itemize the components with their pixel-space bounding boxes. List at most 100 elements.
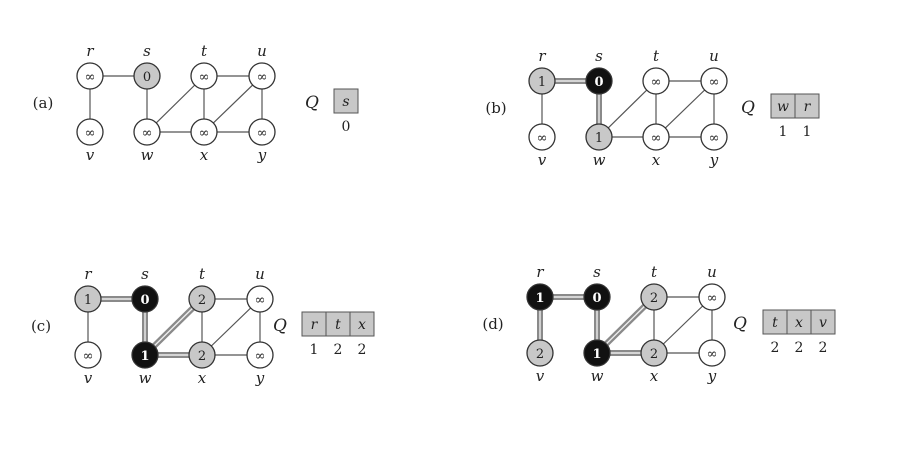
node-distance-w: ∞ bbox=[142, 126, 153, 141]
node-v bbox=[76, 118, 104, 146]
queue-cell bbox=[349, 311, 375, 337]
node-v bbox=[528, 123, 556, 151]
node-w bbox=[133, 118, 161, 146]
node-distance-u: ∞ bbox=[709, 75, 720, 90]
node-distance-v: ∞ bbox=[83, 349, 94, 364]
node-s bbox=[131, 285, 159, 313]
queue-key: v bbox=[819, 315, 827, 331]
vertex-label-t: t bbox=[199, 265, 206, 283]
node-distance-y: ∞ bbox=[707, 347, 718, 362]
vertex-label-y: y bbox=[709, 151, 719, 169]
vertex-label-v: v bbox=[536, 367, 545, 385]
queue-cell bbox=[794, 93, 820, 119]
queue-key: w bbox=[777, 99, 789, 115]
node-distance-w: 1 bbox=[140, 349, 149, 364]
vertex-label-y: y bbox=[257, 146, 267, 164]
vertex-label-u: u bbox=[255, 265, 265, 283]
node-distance-s: 0 bbox=[592, 291, 601, 306]
queue-label: Q bbox=[273, 316, 287, 336]
node-distance-v: ∞ bbox=[85, 126, 96, 141]
vertex-label-y: y bbox=[255, 369, 265, 387]
vertex-label-x: x bbox=[652, 151, 661, 169]
node-distance-s: 0 bbox=[594, 75, 603, 90]
queue-distance: 2 bbox=[819, 340, 828, 356]
vertex-label-u: u bbox=[257, 42, 267, 60]
vertex-label-w: w bbox=[593, 151, 606, 169]
node-u bbox=[700, 67, 728, 95]
node-v bbox=[526, 339, 554, 367]
node-w bbox=[583, 339, 611, 367]
queue-distance: 2 bbox=[771, 340, 780, 356]
node-r bbox=[76, 62, 104, 90]
queue-label: Q bbox=[741, 98, 755, 118]
queue-key: t bbox=[772, 315, 778, 331]
node-y bbox=[700, 123, 728, 151]
node-distance-s: 0 bbox=[143, 70, 151, 85]
node-distance-x: 2 bbox=[198, 349, 206, 364]
queue-distance: 1 bbox=[310, 342, 319, 358]
node-u bbox=[246, 285, 274, 313]
vertex-label-r: r bbox=[86, 42, 94, 60]
queue-label: Q bbox=[305, 93, 319, 113]
node-distance-r: ∞ bbox=[85, 70, 96, 85]
node-x bbox=[640, 339, 668, 367]
node-distance-u: ∞ bbox=[255, 293, 266, 308]
node-distance-w: 1 bbox=[592, 347, 601, 362]
node-s bbox=[133, 62, 161, 90]
vertex-label-s: s bbox=[595, 47, 603, 65]
node-distance-s: 0 bbox=[140, 293, 149, 308]
node-distance-t: ∞ bbox=[199, 70, 210, 85]
queue-cell bbox=[762, 309, 788, 335]
node-t bbox=[640, 283, 668, 311]
node-y bbox=[246, 341, 274, 369]
vertex-label-t: t bbox=[653, 47, 660, 65]
node-x bbox=[642, 123, 670, 151]
node-t bbox=[642, 67, 670, 95]
queue-key: x bbox=[795, 315, 803, 331]
node-u bbox=[698, 283, 726, 311]
queue-key: x bbox=[358, 317, 366, 333]
node-x bbox=[190, 118, 218, 146]
node-r bbox=[526, 283, 554, 311]
vertex-label-s: s bbox=[143, 42, 151, 60]
node-distance-r: 1 bbox=[538, 75, 546, 90]
node-distance-x: ∞ bbox=[651, 131, 662, 146]
node-r bbox=[74, 285, 102, 313]
vertex-label-x: x bbox=[650, 367, 659, 385]
queue-distance: 1 bbox=[803, 124, 812, 140]
vertex-label-v: v bbox=[86, 146, 95, 164]
node-distance-u: ∞ bbox=[707, 291, 718, 306]
vertex-label-u: u bbox=[707, 263, 717, 281]
vertex-label-v: v bbox=[538, 151, 547, 169]
vertex-label-w: w bbox=[141, 146, 154, 164]
queue-distance: 2 bbox=[334, 342, 343, 358]
vertex-label-t: t bbox=[201, 42, 208, 60]
node-distance-r: 1 bbox=[84, 293, 92, 308]
queue-cell bbox=[333, 88, 359, 114]
node-y bbox=[248, 118, 276, 146]
queue-distance: 2 bbox=[795, 340, 804, 356]
node-distance-v: 2 bbox=[536, 347, 544, 362]
node-w bbox=[131, 341, 159, 369]
node-t bbox=[188, 285, 216, 313]
node-distance-t: 2 bbox=[650, 291, 658, 306]
node-distance-y: ∞ bbox=[709, 131, 720, 146]
queue-cell bbox=[810, 309, 836, 335]
node-distance-r: 1 bbox=[535, 291, 544, 306]
node-distance-t: 2 bbox=[198, 293, 206, 308]
queue-key: r bbox=[804, 99, 812, 115]
vertex-label-y: y bbox=[707, 367, 717, 385]
vertex-label-x: x bbox=[198, 369, 207, 387]
vertex-label-r: r bbox=[84, 265, 92, 283]
node-distance-x: ∞ bbox=[199, 126, 210, 141]
vertex-label-s: s bbox=[141, 265, 149, 283]
vertex-label-w: w bbox=[591, 367, 604, 385]
vertex-label-t: t bbox=[651, 263, 658, 281]
node-s bbox=[583, 283, 611, 311]
